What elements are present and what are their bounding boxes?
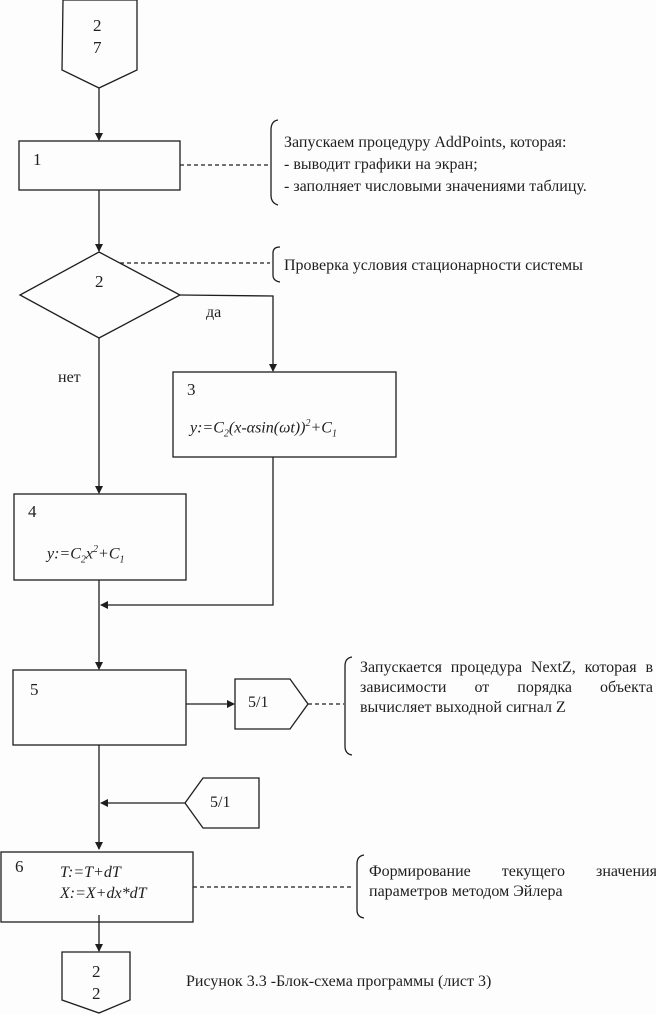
branch-yes-label: да	[206, 304, 222, 321]
offpage-out-label: 5/1	[248, 694, 269, 711]
comment-1-line3: - заполняет числовыми значениями таблицу…	[284, 178, 587, 195]
comment-5: Запускается процедура NextZ, которая в з…	[360, 659, 653, 716]
comment-bracket-6	[356, 854, 365, 919]
figure-caption: Рисунок 3.3 -Блок-схема программы (лист …	[186, 973, 492, 990]
comment-6: Формирование текущего значения параметро…	[369, 863, 656, 900]
connector-top-line1: 2	[93, 16, 102, 35]
connector-top-shape	[61, 0, 138, 89]
connector-bottom-shape	[61, 951, 131, 1014]
connector-bottom-line1: 2	[92, 962, 101, 981]
process-block-4	[13, 493, 187, 581]
flow-line	[100, 457, 274, 609]
process-block-5	[12, 669, 187, 746]
decision-block-2	[18, 251, 182, 339]
block-3-number: 3	[187, 380, 196, 399]
comment-bracket-1	[270, 119, 279, 206]
connector-top-line2: 7	[93, 38, 102, 57]
offpage-in-label: 5/1	[210, 794, 231, 811]
block-6-line2: X:=X+dx*dT	[60, 885, 147, 902]
block-4-formula: y:=C2x2+C1	[47, 544, 125, 566]
comment-2: Проверка условия стационарности системы	[284, 257, 583, 274]
block-5-number: 5	[30, 680, 39, 699]
block-6-number: 6	[15, 857, 24, 876]
block-6-line1: T:=T+dT	[60, 864, 121, 881]
flow-line-yes	[179, 294, 277, 372]
block-4-number: 4	[28, 502, 37, 521]
branch-no-label: нет	[58, 369, 81, 386]
block-3-formula: y:=C2(x-αsin(ωt))2+C1	[190, 418, 337, 440]
block-1-number: 1	[33, 150, 42, 169]
comment-1-line1: Запускаем процедуру AddPoints, которая:	[284, 134, 567, 151]
process-block-3	[172, 371, 397, 458]
comment-bracket-5	[344, 656, 353, 756]
comment-1-line2: - выводит графики на экран;	[284, 156, 478, 173]
block-2-number: 2	[95, 272, 104, 291]
comment-bracket-2	[272, 246, 281, 283]
connector-bottom-line2: 2	[92, 984, 101, 1003]
offpage-connector-out	[234, 678, 309, 730]
offpage-connector-in	[184, 777, 260, 829]
process-block-1	[18, 140, 181, 191]
